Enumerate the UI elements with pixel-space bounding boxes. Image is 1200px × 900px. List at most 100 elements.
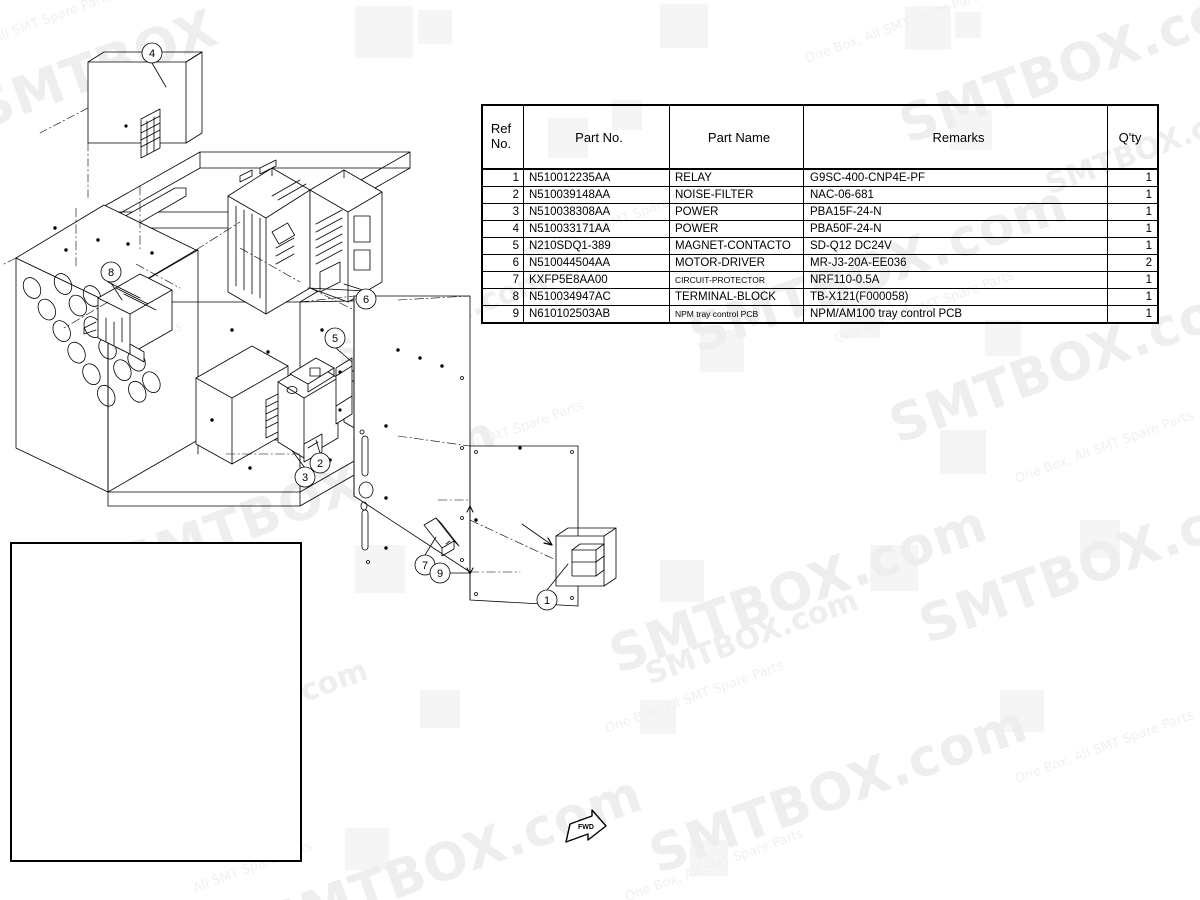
- column-header-part-name: Part Name: [669, 104, 804, 170]
- callout-9: [429, 562, 451, 584]
- callout-label-2: 2: [317, 458, 323, 470]
- parts-list-table: Ref No. Part No. Part Name Remarks Q'ty …: [481, 104, 1159, 324]
- parts-list-table-container: Ref No. Part No. Part Name Remarks Q'ty …: [481, 104, 1159, 324]
- fwd-direction-marker: [565, 809, 607, 843]
- callout-label-7: 7: [422, 560, 428, 572]
- cell-part-name: RELAY: [669, 168, 804, 187]
- cell-ref-no: 1: [481, 168, 524, 187]
- cell-qty: 1: [1107, 237, 1159, 255]
- cell-part-no: N510034947AC: [523, 288, 670, 306]
- cell-part-name: CIRCUIT-PROTECTOR: [669, 271, 804, 289]
- ref-no-line1: Ref: [490, 121, 512, 137]
- assembly-guides: [3, 185, 557, 573]
- cell-ref-no: 5: [481, 237, 524, 255]
- cell-part-no: N510044504AA: [523, 254, 670, 272]
- cell-remarks: PBA15F-24-N: [803, 203, 1108, 221]
- rear-mounting-plate: [353, 295, 471, 573]
- cell-remarks: SD-Q12 DC24V: [803, 237, 1108, 255]
- cell-qty: 2: [1107, 254, 1159, 272]
- cell-part-no: N610102503AB: [523, 305, 670, 324]
- part-2-noise-filter: [277, 357, 339, 463]
- cell-part-name: NPM tray control PCB: [669, 305, 804, 324]
- cell-ref-no: 6: [481, 254, 524, 272]
- cell-ref-no: 8: [481, 288, 524, 306]
- part-7-circuit-protector: [423, 517, 460, 557]
- callout-label-8: 8: [108, 267, 114, 279]
- column-header-part-no: Part No.: [523, 104, 670, 170]
- leader-line-4: [151, 62, 167, 88]
- cell-remarks: PBA50F-24-N: [803, 220, 1108, 238]
- cell-remarks: NRF110-0.5A: [803, 271, 1108, 289]
- cell-qty: 1: [1107, 168, 1159, 187]
- cell-part-name: POWER: [669, 220, 804, 238]
- cell-qty: 1: [1107, 186, 1159, 204]
- callout-3: [294, 466, 316, 488]
- cell-ref-no: 4: [481, 220, 524, 238]
- cell-part-no: N510033171AA: [523, 220, 670, 238]
- cell-qty: 1: [1107, 305, 1159, 324]
- insert-arrow: [521, 523, 553, 546]
- cell-ref-no: 3: [481, 203, 524, 221]
- callout-group: [100, 42, 558, 611]
- cell-qty: 1: [1107, 220, 1159, 238]
- column-header-qty: Q'ty: [1107, 104, 1159, 170]
- callout-6: [355, 288, 377, 310]
- callout-2: [309, 452, 331, 474]
- cell-qty: 1: [1107, 203, 1159, 221]
- fwd-label: FWD: [578, 824, 594, 831]
- callout-label-3: 3: [302, 472, 308, 484]
- cell-ref-no: 9: [481, 305, 524, 324]
- part-4-power-supply: [87, 51, 203, 159]
- callout-label-5: 5: [332, 333, 338, 345]
- chassis-body: [15, 204, 399, 507]
- cell-part-name: MAGNET-CONTACTO: [669, 237, 804, 255]
- dimension-arrows: [466, 505, 474, 575]
- callout-label-1: 1: [544, 595, 550, 607]
- column-header-ref-no: Ref No.: [481, 104, 524, 170]
- callout-8: [100, 261, 122, 283]
- cell-qty: 1: [1107, 288, 1159, 306]
- cell-remarks: NAC-06-681: [803, 186, 1108, 204]
- cell-remarks: TB-X121(F000058): [803, 288, 1108, 306]
- callout-4: [141, 42, 163, 64]
- cell-part-name: POWER: [669, 203, 804, 221]
- leader-line-5: [335, 347, 353, 363]
- callout-label-4: 4: [149, 48, 155, 60]
- cell-ref-no: 7: [481, 271, 524, 289]
- part-1-relay: [555, 527, 617, 587]
- callout-5: [324, 327, 346, 349]
- cell-part-no: N510038308AA: [523, 203, 670, 221]
- part-8-terminal-block: [83, 273, 173, 363]
- callout-label-6: 6: [363, 294, 369, 306]
- callout-1: [536, 589, 558, 611]
- cell-remarks: MR-J3-20A-EE036: [803, 254, 1108, 272]
- inset-view-frame: [10, 542, 302, 862]
- cell-part-no: N510012235AA: [523, 168, 670, 187]
- table-header: Ref No. Part No. Part Name Remarks Q'ty: [481, 104, 1159, 170]
- leader-line-1: [546, 563, 569, 591]
- cell-ref-no: 2: [481, 186, 524, 204]
- column-header-remarks: Remarks: [803, 104, 1108, 170]
- leader-line-8: [110, 282, 123, 301]
- cell-remarks: NPM/AM100 tray control PCB: [803, 305, 1108, 324]
- part-3-power-supply: [195, 345, 289, 465]
- part-6-motor-driver: [227, 159, 383, 315]
- cell-part-no: N210SDQ1-389: [523, 237, 670, 255]
- table-header-row: Ref No. Part No. Part Name Remarks Q'ty: [481, 104, 1159, 170]
- leader-line-2: [315, 439, 321, 454]
- callout-labels: 4 8 6 5 2 3 7 9 1: [108, 48, 550, 607]
- cell-part-name: NOISE-FILTER: [669, 186, 804, 204]
- cell-remarks: G9SC-400-CNP4E-PF: [803, 168, 1108, 187]
- cell-part-name: MOTOR-DRIVER: [669, 254, 804, 272]
- cell-qty: 1: [1107, 271, 1159, 289]
- cell-part-no: N510039148AA: [523, 186, 670, 204]
- cell-part-no: KXFP5E8AA00: [523, 271, 670, 289]
